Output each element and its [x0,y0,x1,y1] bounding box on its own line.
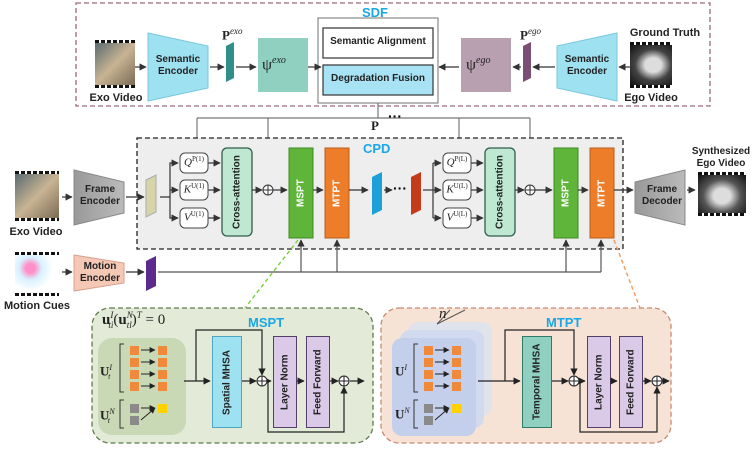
synthesized-ego-video-label: Synthesized Ego Video [691,146,751,169]
ellipsis-mid: ··· [393,180,407,196]
qL-box [442,152,472,174]
q1-box [179,152,209,174]
mid-token-blue [372,172,382,215]
psi-ego-box [461,38,511,92]
mspt-equation: uIti(uNtl)T = 0 [102,310,166,330]
p-ego-bar [523,42,531,82]
motion-encoder-label: Motion Encoder [79,261,120,284]
psi-ego-label: ψego [466,55,491,74]
v1-box [179,207,209,229]
exo-video-thumb-sdf [95,40,135,88]
mspt-token-grid [128,340,180,430]
mtpt-title: MTPT [546,315,582,330]
k1-label: KU(1) [183,182,205,196]
motion-encoder-shape [73,254,125,292]
p-exo-label: Pexo [222,26,243,43]
ground-truth-label: Ground Truth [629,27,701,39]
synthesized-ego-video-thumb [698,172,746,216]
kL-box [442,179,472,201]
v1-label: VU(1) [184,210,204,224]
spatial-mhsa-label: Spatial MHSA [221,349,233,415]
mtpt-n-label: n [439,306,447,322]
ground-truth-thumb [630,42,672,88]
mspt-1-box [288,147,314,239]
mtpt-1-label: MTPT [331,179,343,207]
mspt-u-n-label: UNt [100,407,115,425]
cross-attention-1-box [221,147,253,237]
vL-box [442,207,472,229]
p-label: P [371,118,379,133]
semantic-encoder-right-shape [556,32,618,102]
degradation-fusion-label: Degradation Fusion [331,73,425,84]
ego-video-label-sdf: Ego Video [624,92,678,104]
mtpt-L-box [589,147,615,239]
p-ego-label: Pego [520,26,541,43]
mspt-1-label: MSPT [295,179,307,207]
mtpt-L-label: MTPT [596,179,608,207]
cross-attention-L-label: Cross-attention [494,155,506,229]
temporal-mhsa-label: Temporal MHSA [531,343,543,421]
mspt-u-i-label: UIt [100,363,113,381]
mid-token-red [411,172,421,215]
k1-box [179,179,209,201]
cross-attention-L-box [484,147,516,237]
semantic-encoder-left-label: Semantic Encoder [155,54,201,77]
exo-video-label-cpd: Exo Video [9,226,63,238]
frame-decoder-label: Frame Decoder [641,184,682,207]
cross-attention-1-label: Cross-attention [231,155,243,229]
mspt-layer-norm-label: Layer Norm [279,354,291,410]
semantic-alignment-box [322,27,434,59]
semantic-alignment-label: Semantic Alignment [330,36,426,47]
ellipsis-top: ··· [388,108,402,124]
mspt-title: MSPT [248,315,285,330]
sdf-title: SDF [362,5,388,20]
mtpt-feed-forward-label: Feed Forward [625,349,637,415]
mspt-L-box [553,147,579,239]
mspt-L-label: MSPT [560,179,572,207]
mtpt-1-box [324,147,350,239]
q1-label: QP(1) [183,155,204,169]
motion-cues-label: Motion Cues [4,300,70,312]
p-exo-bar [226,42,234,82]
token-stack [145,174,157,218]
semantic-encoder-left-shape [147,32,209,102]
frame-encoder-label: Frame Encoder [79,184,120,207]
psi-exo-label: ψexo [262,55,286,74]
mtpt-u-n-label: UN [395,406,410,422]
vL-label: VU(L) [446,210,468,224]
motion-cues-thumb [15,252,59,296]
mtpt-layer-norm-label: Layer Norm [593,354,605,410]
mspt-feed-forward-label: Feed Forward [312,349,324,415]
cpd-title: CPD [363,141,391,156]
psi-exo-box [258,38,308,92]
kL-label: KU(L) [446,182,468,196]
frame-decoder-shape [634,169,686,226]
qL-label: QP(L) [446,155,468,169]
exo-video-label-sdf: Exo Video [89,92,143,104]
degradation-fusion-box [322,64,434,96]
semantic-encoder-right-label: Semantic Encoder [564,54,610,77]
frame-encoder-shape [73,169,125,226]
exo-video-thumb-cpd [15,171,59,221]
mtpt-u-i-label: UI [395,363,408,379]
motion-token [146,256,156,291]
